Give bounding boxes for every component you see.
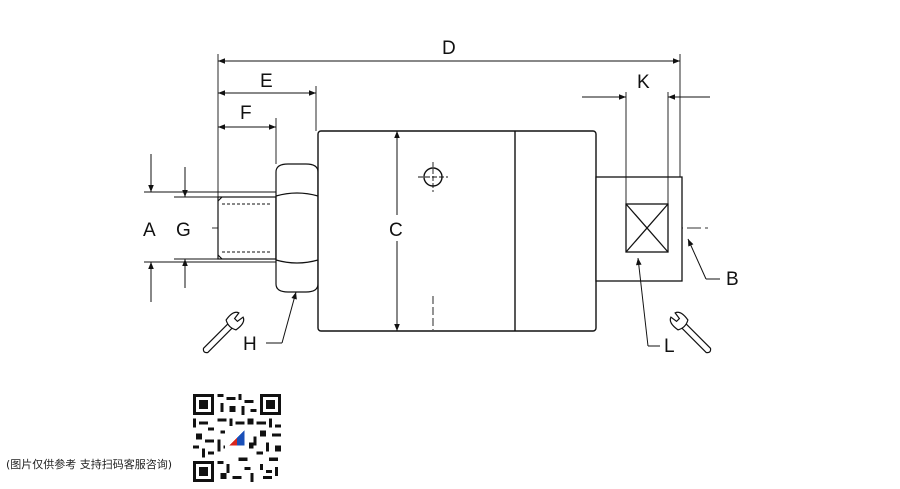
label-l: L xyxy=(664,336,675,357)
label-c: C xyxy=(389,220,403,241)
leader-b xyxy=(687,238,720,280)
leader-h xyxy=(266,291,297,344)
label-b: B xyxy=(726,269,739,290)
caption: (图片仅供参考 支持扫码客服咨询) xyxy=(6,458,173,471)
wrench-icon xyxy=(202,311,245,354)
label-d: D xyxy=(442,38,456,59)
label-g: G xyxy=(176,220,191,241)
leader-l xyxy=(636,257,660,347)
label-a: A xyxy=(143,220,156,241)
wrench-icon xyxy=(669,311,712,354)
label-f: F xyxy=(240,103,252,124)
label-h: H xyxy=(243,334,257,355)
qr-code[interactable] xyxy=(193,394,281,482)
label-k: K xyxy=(637,72,650,93)
hex-nut xyxy=(275,163,319,293)
main-body xyxy=(317,130,597,332)
threaded-stub xyxy=(217,196,277,260)
label-e: E xyxy=(260,71,273,92)
